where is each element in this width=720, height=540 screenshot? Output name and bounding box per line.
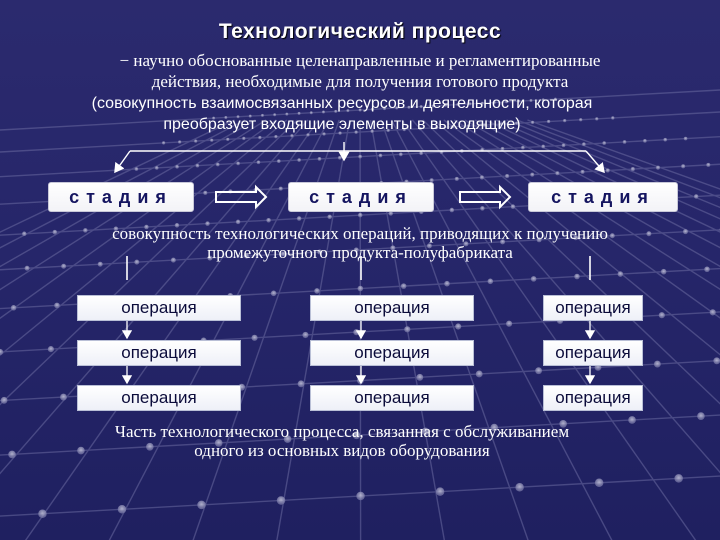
stage-box-3: стадия [528, 182, 678, 212]
arrow-to-right-stage [585, 150, 605, 174]
operation-box-r3-c1: операция [77, 385, 241, 411]
stage-arrow-1-icon [215, 184, 268, 210]
stage-definition-line-2: промежуточного продукта-полуфабриката [207, 243, 513, 262]
operation-box-r1-c2: операция [310, 295, 474, 321]
operation-box-r2-c1: операция [77, 340, 241, 366]
process-definition-line-2: действия, необходимые для получения гото… [151, 72, 569, 91]
stage-definition-line-1: совокупность технологических операций, п… [112, 224, 608, 243]
stage-arrow-2-icon [459, 184, 512, 210]
page-title: Технологический процесс [218, 20, 502, 43]
operation-box-r1-c3: операция [543, 295, 643, 321]
operation-definition-line-2: одного из основных видов оборудования [194, 441, 490, 460]
process-definition-line-3: (совокупность взаимосвязанных ресурсов и… [91, 95, 593, 112]
process-definition-line-4: преобразует входящие элементы в выходящи… [163, 116, 521, 133]
process-definition-line-1: − научно обоснованные целенаправленные и… [119, 51, 601, 70]
operation-box-r2-c2: операция [310, 340, 474, 366]
stage-box-2: стадия [288, 182, 434, 212]
operation-box-r2-c3: операция [543, 340, 643, 366]
operation-box-r3-c3: операция [543, 385, 643, 411]
operation-definition-line-1: Часть технологического процесса, связанн… [114, 422, 570, 441]
operation-box-r1-c1: операция [77, 295, 241, 321]
arrow-to-left-stage [114, 150, 131, 174]
stage-box-1: стадия [48, 182, 194, 212]
operation-box-r3-c2: операция [310, 385, 474, 411]
